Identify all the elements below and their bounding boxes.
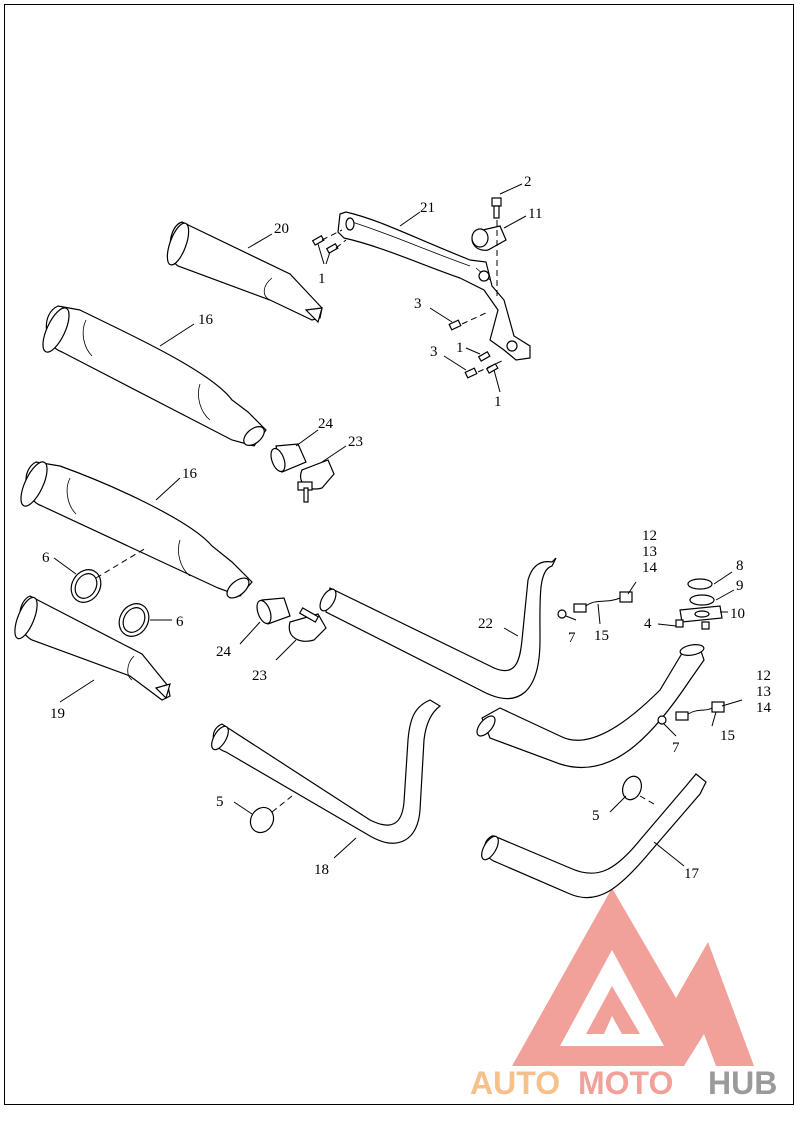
label-5-left: 5: [216, 794, 224, 810]
label-21: 21: [420, 200, 435, 216]
part-24-sleeve-lower: [256, 597, 291, 625]
part-16-muffler-upper: [42, 305, 267, 447]
part-number-labels: 20 21 2 11 1 3 1 3 1 16 24 23 16 6 6 24 …: [42, 174, 772, 882]
label-6-right: 6: [176, 614, 184, 630]
part-4-nuts: [675, 619, 710, 630]
label-6-left: 6: [42, 550, 50, 566]
watermark-wordmark: AUTO MOTO HUB: [470, 1065, 777, 1101]
label-8: 8: [736, 558, 744, 574]
part-2-screw: [491, 197, 502, 219]
part-16-muffler-lower: [20, 461, 253, 599]
label-1-mid: 1: [456, 340, 464, 356]
part-24-sleeve-upper: [270, 443, 307, 473]
label-14-upper: 14: [642, 560, 658, 576]
logo-mark-outer: [512, 888, 754, 1066]
label-15-upper: 15: [594, 628, 609, 644]
part-10-flange: [679, 605, 723, 623]
part-11-clamp: [471, 225, 507, 251]
part-6-ring-b: [118, 603, 150, 637]
part-21-mounting-bracket: [337, 211, 531, 361]
part-5-ring-b: [621, 775, 643, 801]
part-7-plugs: [557, 609, 667, 725]
label-7-lower: 7: [672, 740, 680, 756]
part-1-screws: [311, 234, 499, 374]
label-16-lower: 16: [182, 466, 198, 482]
label-22: 22: [478, 616, 493, 632]
part-19-muffler-tip: [14, 595, 171, 701]
label-20: 20: [274, 221, 289, 237]
label-1-bottom: 1: [494, 394, 502, 410]
label-15-lower: 15: [720, 728, 735, 744]
part-18-header-pipe: [211, 699, 442, 844]
part-20-muffler-tip: [166, 221, 323, 324]
label-13-upper: 13: [642, 544, 657, 560]
watermark-text-auto: AUTO: [470, 1065, 560, 1101]
label-2: 2: [524, 174, 532, 190]
part-22-header-pipe: [319, 557, 705, 769]
label-11: 11: [528, 206, 542, 222]
label-23-upper: 23: [348, 434, 363, 450]
label-5-right: 5: [592, 808, 600, 824]
leader-lines: [53, 183, 743, 867]
label-3-top: 3: [414, 296, 422, 312]
oxygen-sensor-lower: [675, 701, 725, 721]
label-13-lower: 13: [756, 684, 771, 700]
label-12-upper: 12: [642, 528, 657, 544]
part-23-clamp-lower: [288, 607, 327, 642]
watermark-logo: [512, 888, 754, 1066]
part-8-gasket: [687, 578, 713, 590]
watermark-text-moto: MOTO: [578, 1065, 673, 1101]
label-9: 9: [736, 578, 744, 594]
part-3-screws: [448, 319, 478, 379]
part-17-header-pipe: [481, 773, 707, 899]
logo-mark-core: [586, 986, 640, 1034]
watermark-text-hub: HUB: [708, 1065, 777, 1101]
part-23-clamp-upper: [297, 459, 335, 503]
label-18: 18: [314, 862, 329, 878]
label-19: 19: [50, 706, 65, 722]
label-7-upper: 7: [568, 630, 576, 646]
label-14-lower: 14: [756, 700, 772, 716]
label-4: 4: [644, 616, 652, 632]
label-24-upper: 24: [318, 416, 334, 432]
label-1-top: 1: [318, 271, 326, 287]
part-5-ring-a: [249, 806, 275, 834]
label-16-upper: 16: [198, 312, 214, 328]
label-24-lower: 24: [216, 644, 232, 660]
part-6-ring-a: [70, 569, 102, 603]
label-17: 17: [684, 866, 700, 882]
part-9-ring: [689, 594, 715, 606]
label-3-bottom: 3: [430, 344, 438, 360]
diagram-frame: [4, 4, 794, 1105]
label-23-lower: 23: [252, 668, 267, 684]
label-12-lower: 12: [756, 668, 771, 684]
oxygen-sensor-upper: [573, 591, 633, 613]
label-10: 10: [730, 606, 745, 622]
